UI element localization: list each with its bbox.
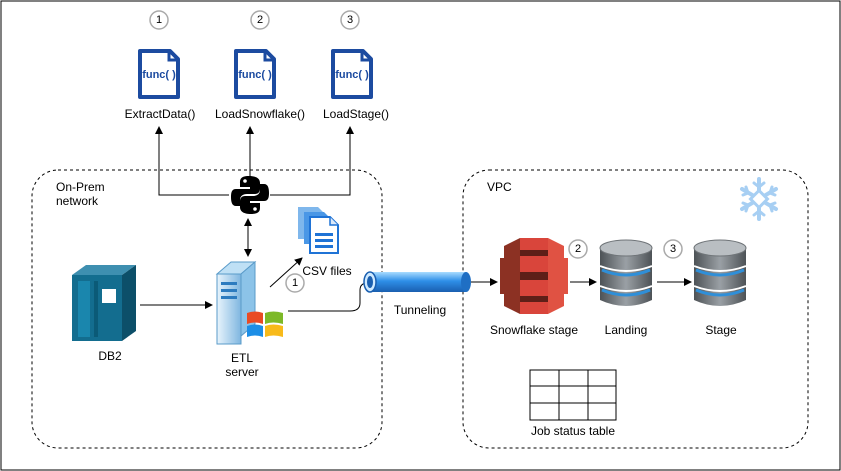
step-2-number-vpc: 2 [574, 243, 582, 255]
step-2-number-top: 2 [256, 14, 264, 26]
step-1-number-top: 1 [155, 14, 163, 26]
etl-csv-arrow [269, 257, 303, 288]
tunneling-label: Tunneling [393, 303, 447, 317]
step-3-number-top: 3 [346, 14, 354, 26]
etl-label-line1: ETL [230, 351, 253, 365]
vpc-title: VPC [487, 180, 512, 194]
stage-database-icon [693, 239, 747, 306]
onprem-title-line2: network [56, 194, 99, 208]
db2-label: DB2 [98, 349, 122, 363]
step-1-circle-top [149, 10, 169, 30]
vpc-boundary [462, 169, 809, 449]
func-text-load-stage: func( ) [335, 69, 369, 81]
csv-files-label: CSV files [302, 264, 352, 278]
func-text-load-snowflake: func( ) [238, 69, 272, 81]
onprem-title: On-Prem network [56, 180, 105, 208]
func-icon-load-snowflake [234, 49, 276, 99]
etl-label-line2: server [225, 365, 259, 379]
stage-label: Stage [705, 323, 737, 337]
step-2-circle-top [250, 10, 270, 30]
etl-server-label: ETL server [225, 351, 258, 379]
landing-database-icon [599, 239, 653, 306]
snowflake-stage-label: Snowflake stage [489, 323, 579, 337]
step-3-number-vpc: 3 [669, 243, 677, 255]
job-status-table-icon [529, 369, 617, 421]
load-stage-label: LoadStage() [322, 107, 390, 121]
onprem-title-line1: On-Prem [56, 180, 105, 194]
func-icon-extract [138, 49, 180, 99]
step-3-circle-top [340, 10, 360, 30]
step-1-circle-csv [285, 273, 305, 293]
snowflake-logo-icon [740, 177, 778, 221]
snowflake-stage-bucket-icon [500, 238, 568, 314]
landing-label: Landing [604, 323, 648, 337]
connector-load-stage [270, 126, 354, 196]
tunnel-pipe-icon [363, 271, 471, 293]
func-icon-load-stage [331, 49, 373, 99]
job-status-table-label: Job status table [530, 424, 616, 438]
csv-files-icon [298, 207, 339, 254]
func-text-extract: func( ) [142, 69, 176, 81]
windows-logo-icon [247, 311, 283, 337]
step-3-circle-vpc [663, 239, 683, 259]
load-snowflake-label: LoadSnowflake() [214, 107, 306, 121]
python-logo-icon [231, 176, 269, 214]
onprem-boundary [31, 169, 383, 449]
connector-extract [155, 126, 229, 196]
extract-data-label: ExtractData() [124, 107, 196, 121]
step-1-number-csv: 1 [291, 277, 299, 289]
db2-icon [72, 265, 136, 341]
step-2-circle-vpc [568, 239, 588, 259]
